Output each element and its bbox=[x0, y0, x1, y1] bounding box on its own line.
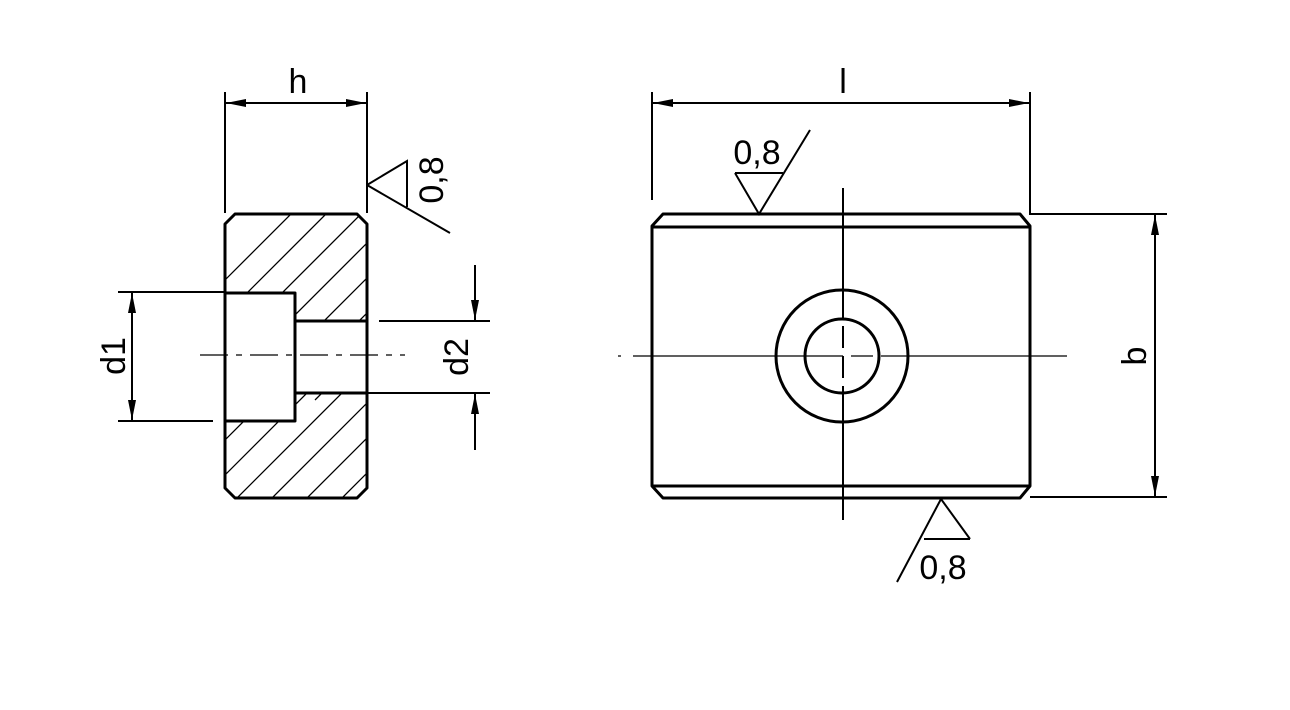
roughness-top-value: 0,8 bbox=[733, 134, 780, 172]
through-hole bbox=[295, 319, 367, 395]
dimension-d2: d2 bbox=[349, 265, 490, 450]
dimension-d2-label: d2 bbox=[438, 338, 476, 376]
surface-roughness-symbol-top: 0,8 bbox=[733, 129, 811, 216]
surface-roughness-symbol-side: 0,8 bbox=[366, 156, 451, 234]
surface-roughness-symbol-bottom: 0,8 bbox=[896, 497, 971, 587]
section-hatching bbox=[225, 214, 367, 498]
roughness-side-value: 0,8 bbox=[413, 156, 451, 203]
chamfer-lines bbox=[652, 225, 1030, 488]
dimension-l: l bbox=[651, 63, 1167, 215]
dimension-h-label: h bbox=[289, 63, 308, 101]
dimension-b-label: b bbox=[1116, 347, 1154, 366]
section-view: h d1 d2 0,8 bbox=[95, 63, 490, 500]
dimension-l-label: l bbox=[839, 63, 847, 101]
dimension-h: h bbox=[224, 63, 368, 213]
block-outline bbox=[650, 212, 1032, 500]
dimension-d1-label: d1 bbox=[95, 337, 133, 375]
top-view: l b 0,8 0,8 bbox=[618, 63, 1167, 587]
roughness-bottom-value: 0,8 bbox=[919, 549, 966, 587]
dimension-d1: d1 bbox=[95, 291, 225, 422]
section-outline bbox=[223, 212, 369, 500]
counterbore bbox=[225, 291, 297, 423]
dimension-b: b bbox=[1030, 215, 1167, 498]
